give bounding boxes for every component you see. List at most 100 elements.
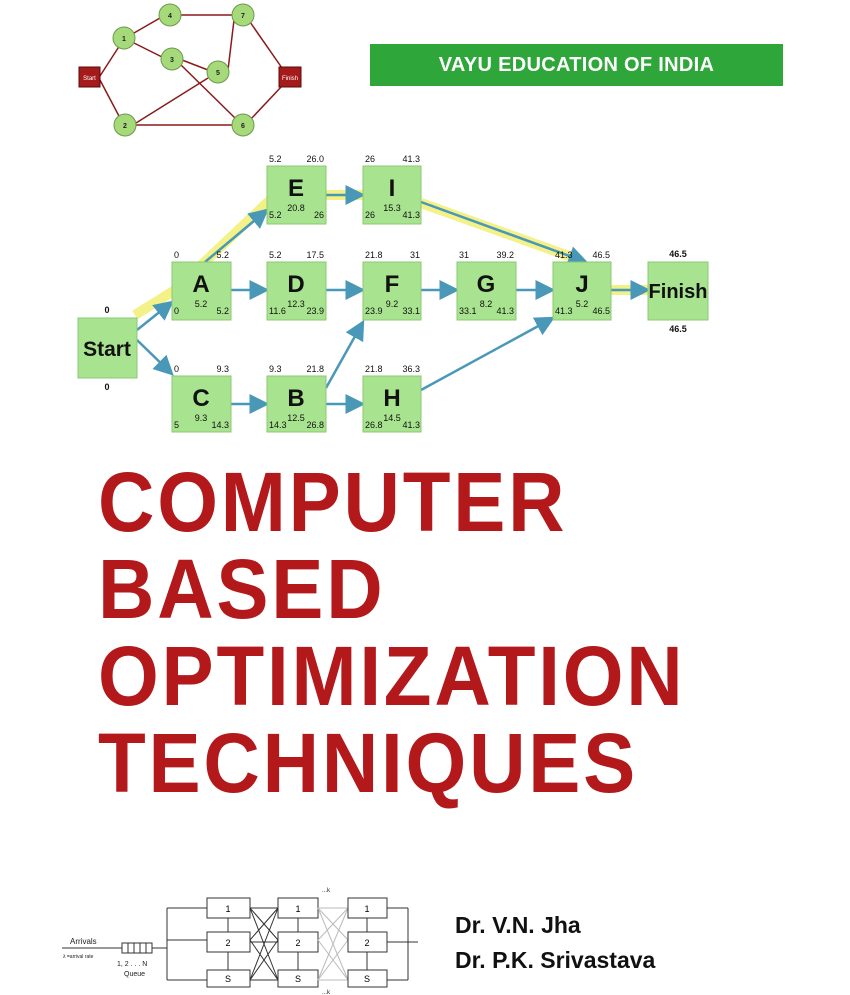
start-top: 0	[104, 305, 109, 315]
server-2-2: 2	[295, 938, 300, 948]
small-node-7: 7	[241, 13, 245, 20]
node-a-duration: 5.2	[195, 299, 208, 309]
node-h-early-start: 21.8	[365, 364, 383, 374]
server-2-3: S	[295, 974, 301, 984]
node-f-label: F	[385, 271, 400, 298]
node-d-early-start: 5.2	[269, 250, 282, 260]
start-bottom: 0	[104, 382, 109, 392]
node-a-early-finish: 5.2	[216, 250, 229, 260]
node-h-late-finish: 41.3	[402, 420, 420, 430]
node-c-label: C	[192, 385, 209, 412]
node-b-label: B	[287, 385, 304, 412]
small-node-6: 6	[241, 123, 245, 130]
small-finish-node	[278, 66, 302, 88]
node-h-label: H	[383, 385, 400, 412]
node-a-early-start: 0	[174, 250, 179, 260]
node-i-duration: 15.3	[383, 203, 401, 213]
server-3-2: 2	[364, 938, 369, 948]
node-j-duration: 5.2	[576, 299, 589, 309]
node-a-late-start: 0	[174, 306, 179, 316]
node-a-late-finish: 5.2	[216, 306, 229, 316]
node-d-label: D	[287, 271, 304, 298]
node-j	[552, 261, 612, 321]
node-i	[362, 165, 422, 225]
server-1-1: 1	[225, 904, 230, 914]
server-1-3: S	[225, 974, 231, 984]
node-e-late-finish: 26	[314, 210, 324, 220]
node-j-early-finish: 46.5	[592, 250, 610, 260]
server-1-2: 2	[225, 938, 230, 948]
small-node-4: 4	[168, 13, 172, 20]
node-i-label: I	[389, 175, 396, 202]
node-c-early-finish: 9.3	[216, 364, 229, 374]
arrivals-label: Arrivals	[70, 937, 97, 946]
node-boxes	[77, 165, 709, 433]
node-b	[266, 375, 327, 433]
k-label-top: ...k	[322, 888, 331, 894]
node-b-early-finish: 21.8	[306, 364, 324, 374]
title-line-2: BASED	[98, 542, 386, 636]
node-c-late-start: 5	[174, 420, 179, 430]
node-j-late-finish: 46.5	[592, 306, 610, 316]
title-line-4: TECHNIQUES	[98, 716, 639, 810]
title-line-3: OPTIMIZATION	[98, 629, 686, 723]
node-c-early-start: 0	[174, 364, 179, 374]
author-2: Dr. P.K. Srivastava	[455, 947, 656, 973]
node-h-duration: 14.5	[383, 413, 401, 423]
node-d-early-finish: 17.5	[306, 250, 324, 260]
node-g	[456, 261, 517, 321]
node-h-early-finish: 36.3	[402, 364, 420, 374]
arrows	[136, 185, 651, 414]
node-g-duration: 8.2	[480, 299, 493, 309]
node-g-label: G	[477, 271, 496, 298]
node-b-late-finish: 26.8	[306, 420, 324, 430]
node-j-late-start: 41.3	[555, 306, 573, 316]
node-f-late-start: 23.9	[365, 306, 383, 316]
finish-top: 46.5	[669, 249, 687, 259]
node-e-early-start: 5.2	[269, 154, 282, 164]
small-node-3: 3	[170, 57, 174, 64]
node-e-late-start: 5.2	[269, 210, 282, 220]
node-e-label: E	[288, 175, 304, 202]
small-node-1: 1	[122, 36, 126, 43]
node-g-early-start: 31	[459, 250, 469, 260]
node-f-early-start: 21.8	[365, 250, 383, 260]
node-g-late-finish: 41.3	[496, 306, 514, 316]
node-b-duration: 12.5	[287, 413, 305, 423]
node-j-label: J	[575, 271, 588, 298]
node-e-duration: 20.8	[287, 203, 305, 213]
node-i-early-finish: 41.3	[402, 154, 420, 164]
server-3-1: 1	[364, 904, 369, 914]
node-h-late-start: 26.8	[365, 420, 383, 430]
node-f	[362, 261, 422, 321]
start-label: Start	[83, 338, 131, 361]
node-f-duration: 9.2	[386, 299, 399, 309]
title-line-1: COMPUTER	[98, 455, 568, 549]
arrival-rate-label: λ =arrival rate	[63, 954, 94, 960]
node-d-late-finish: 23.9	[306, 306, 324, 316]
small-node-5: 5	[216, 70, 220, 77]
node-d-late-start: 11.6	[269, 306, 286, 316]
node-b-late-start: 14.3	[269, 420, 287, 430]
node-c	[171, 375, 232, 433]
server-3-3: S	[364, 974, 370, 984]
node-e-early-finish: 26.0	[306, 154, 324, 164]
node-h	[362, 375, 422, 433]
small-network-diagram: Start Finish 1 2 3 4 5 6 7	[78, 3, 302, 137]
node-c-duration: 9.3	[195, 413, 208, 423]
server-2-1: 1	[295, 904, 300, 914]
node-f-early-finish: 31	[410, 250, 420, 260]
small-node-2: 2	[123, 123, 127, 130]
node-a-label: A	[192, 271, 209, 298]
queue-network-diagram: Arrivals λ =arrival rate 1, 2 . . . N Qu…	[62, 888, 418, 995]
node-g-early-finish: 39.2	[496, 250, 514, 260]
node-e	[266, 165, 327, 225]
finish-label: Finish	[649, 281, 708, 303]
node-a	[171, 261, 232, 321]
finish-bottom: 46.5	[669, 324, 687, 334]
start-node	[77, 317, 138, 379]
node-j-early-start: 41.3	[555, 250, 573, 260]
node-c-late-finish: 14.3	[211, 420, 229, 430]
small-start-label: Start	[83, 76, 96, 82]
